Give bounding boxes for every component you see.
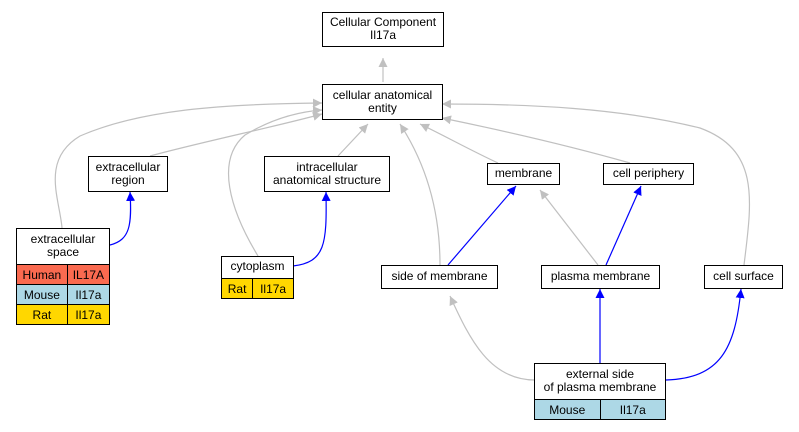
- node-cell-surface[interactable]: cell surface: [704, 265, 783, 289]
- node-label: extracellular: [30, 232, 96, 246]
- node-extracellular-region[interactable]: extracellular region: [88, 156, 168, 192]
- node-intracellular-anatomical-structure[interactable]: intracellular anatomical structure: [264, 156, 390, 192]
- node-cellular-component[interactable]: Cellular Component Il17a: [322, 12, 444, 47]
- node-label: anatomical structure: [272, 173, 382, 187]
- edge-extracellular-space-to-entity: [54, 98, 323, 229]
- edge-cell-surface-to-entity: [441, 99, 751, 266]
- node-label: side of membrane: [391, 269, 488, 283]
- node-label: Cellular Component: [329, 15, 437, 29]
- node-label: cell surface: [713, 269, 774, 283]
- node-label: region: [111, 173, 145, 187]
- node-cytoplasm[interactable]: cytoplasm: [221, 256, 294, 278]
- table-row: Human IL17A: [16, 264, 111, 285]
- table-row: Rat Il17a: [16, 304, 111, 325]
- edge-membrane-to-entity: [419, 123, 499, 164]
- gene-cell: IL17A: [66, 264, 111, 285]
- gene-cell: Il17a: [66, 304, 111, 325]
- species-cell: Rat: [220, 278, 254, 299]
- node-label: intracellular: [296, 160, 358, 174]
- node-label: extracellular: [95, 160, 161, 174]
- node-side-of-membrane[interactable]: side of membrane: [381, 265, 498, 289]
- edge-external-side-to-side-of-membrane: [449, 295, 536, 381]
- edge-intracellular-to-entity: [337, 123, 369, 157]
- edge-side-of-membrane-to-entity: [399, 123, 441, 266]
- edge-external-side-to-cell-surface: [665, 288, 745, 381]
- node-label: cytoplasm: [230, 259, 285, 273]
- node-label: cell periphery: [612, 166, 685, 180]
- edge-extracellular-region-to-entity: [149, 111, 323, 157]
- edge-cytoplasm-to-intracellular: [292, 191, 331, 267]
- node-cellular-anatomical-entity[interactable]: cellular anatomical entity: [322, 84, 443, 120]
- species-cell: Mouse: [534, 399, 601, 420]
- table-row: Mouse Il17a: [16, 284, 111, 305]
- species-table-extracellular-space: Human IL17A Mouse Il17a Rat Il17a: [16, 264, 111, 325]
- node-label: space: [46, 245, 80, 259]
- node-label: membrane: [494, 166, 553, 180]
- gene-cell: Il17a: [252, 278, 294, 299]
- node-label: of plasma membrane: [543, 380, 657, 394]
- species-table-cytoplasm: Rat Il17a: [220, 278, 294, 299]
- node-extracellular-space[interactable]: extracellular space: [16, 228, 110, 264]
- edge-cytoplasm-to-entity: [227, 106, 323, 257]
- edge-plasma-membrane-to-cell-periphery: [605, 185, 642, 266]
- node-plasma-membrane[interactable]: plasma membrane: [541, 265, 660, 289]
- table-row: Rat Il17a: [220, 278, 294, 299]
- edge-side-of-membrane-to-membrane: [447, 185, 517, 266]
- species-table-external-side: Mouse Il17a: [534, 399, 666, 420]
- node-label: Il17a: [369, 28, 397, 42]
- edge-cell-periphery-to-entity: [441, 115, 631, 164]
- node-cell-periphery[interactable]: cell periphery: [603, 163, 694, 185]
- table-row: Mouse Il17a: [534, 399, 666, 420]
- gene-cell: Il17a: [66, 284, 111, 305]
- gene-cell: Il17a: [599, 399, 666, 420]
- species-cell: Rat: [16, 304, 68, 325]
- node-label: entity: [368, 101, 397, 115]
- node-label: plasma membrane: [550, 269, 651, 283]
- species-cell: Human: [16, 264, 68, 285]
- edge-extracellular-space-to-extracellular-region: [109, 191, 136, 246]
- species-cell: Mouse: [16, 284, 68, 305]
- edge-plasma-membrane-to-membrane: [539, 189, 599, 266]
- node-label: cellular anatomical: [332, 88, 433, 102]
- node-label: external side: [565, 367, 635, 381]
- node-membrane[interactable]: membrane: [487, 163, 560, 185]
- node-external-side-of-plasma-membrane[interactable]: external side of plasma membrane: [534, 363, 666, 399]
